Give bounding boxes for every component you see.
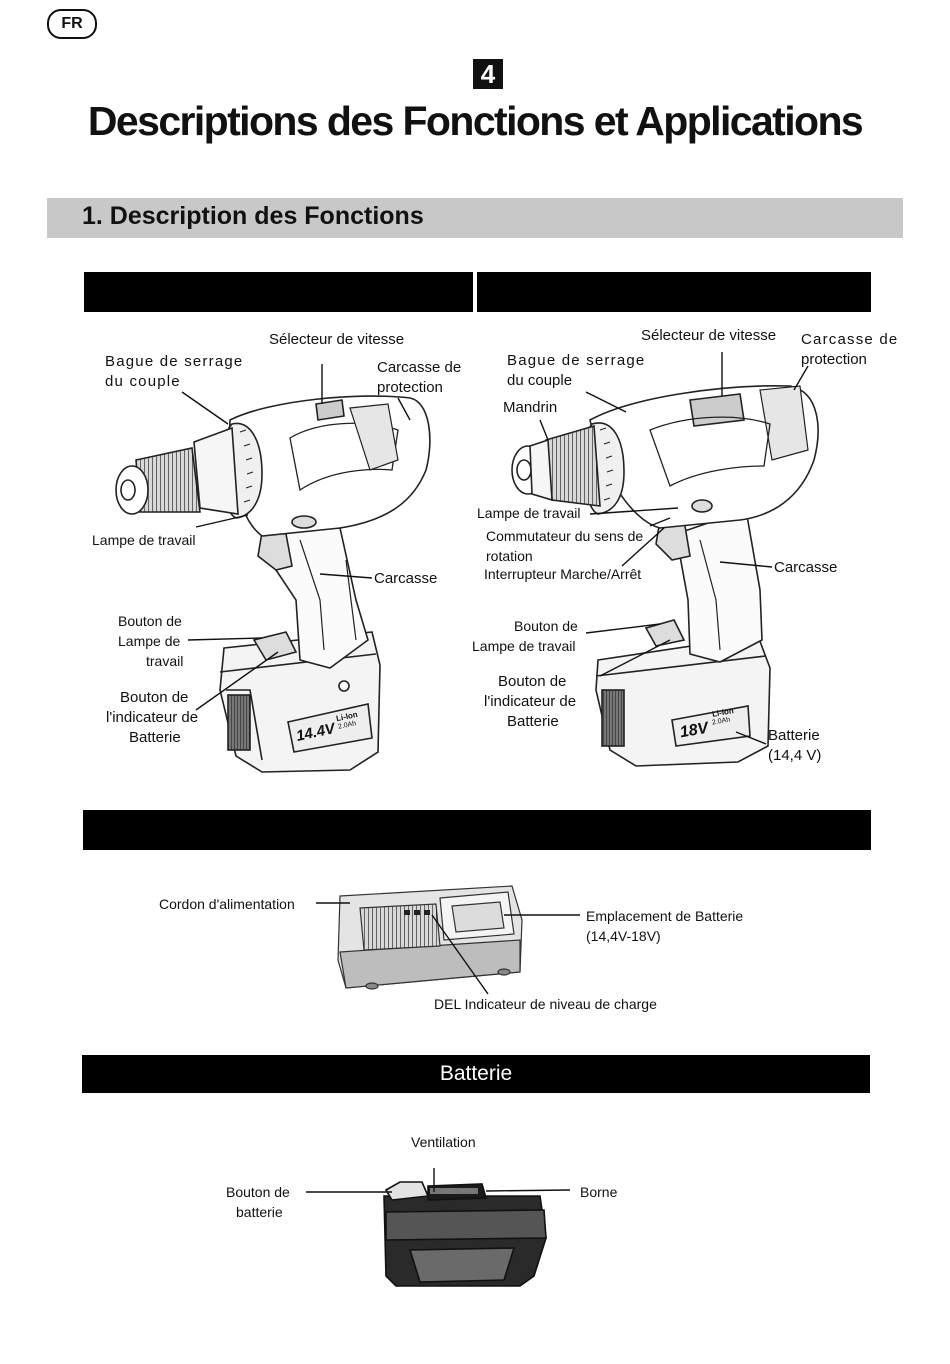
label-direction-switch-right-1: Commutateur du sens de <box>486 527 643 546</box>
label-battery-slot-2: (14,4V-18V) <box>586 927 661 946</box>
label-chuck-right: Mandrin <box>503 398 557 417</box>
label-light-button-right-1: Bouton de <box>514 617 578 636</box>
label-indicator-button-right-3: Batterie <box>507 712 559 731</box>
label-battery-button-2: batterie <box>236 1203 283 1222</box>
label-led-indicator: DEL Indicateur de niveau de charge <box>434 995 657 1014</box>
label-indicator-button-right-2: l'indicateur de <box>484 692 576 711</box>
label-light-button-left-1: Bouton de <box>118 612 182 631</box>
label-housing-right: Carcasse <box>774 558 837 577</box>
label-indicator-button-left-2: l'indicateur de <box>106 708 198 727</box>
label-indicator-button-left-3: Batterie <box>129 728 181 747</box>
label-light-button-right-2: Lampe de travail <box>472 637 576 656</box>
label-power-cord: Cordon d'alimentation <box>159 895 295 914</box>
label-direction-switch-right-2: rotation <box>486 547 533 566</box>
charger-illustration <box>338 886 522 989</box>
label-housing-cover-left-2: protection <box>377 378 443 397</box>
label-on-off-switch-right: Interrupteur Marche/Arrêt <box>484 565 641 584</box>
battery-illustration <box>384 1182 546 1286</box>
label-housing-cover-right-1: Carcasse de <box>801 330 898 349</box>
label-housing-left: Carcasse <box>374 569 437 588</box>
label-terminal: Borne <box>580 1183 617 1202</box>
label-housing-cover-right-2: protection <box>801 350 867 369</box>
label-work-light-right: Lampe de travail <box>477 504 581 523</box>
label-torque-ring-left-2: du couple <box>105 372 181 391</box>
label-ventilation: Ventilation <box>411 1133 476 1152</box>
label-battery-right-1: Batterie <box>768 726 820 745</box>
label-indicator-button-right-1: Bouton de <box>498 672 566 691</box>
label-torque-ring-right-2: du couple <box>507 371 572 390</box>
label-torque-ring-left-1: Bague de serrage <box>105 352 243 371</box>
label-battery-button-1: Bouton de <box>226 1183 290 1202</box>
label-work-light-left: Lampe de travail <box>92 531 196 550</box>
label-torque-ring-right-1: Bague de serrage <box>507 351 645 370</box>
label-housing-cover-left-1: Carcasse de <box>377 358 461 377</box>
label-light-button-left-2: Lampe de <box>118 632 180 651</box>
label-battery-slot-1: Emplacement de Batterie <box>586 907 743 926</box>
label-light-button-left-3: travail <box>146 652 183 671</box>
label-speed-selector-right: Sélecteur de vitesse <box>641 326 776 345</box>
label-indicator-button-left-1: Bouton de <box>120 688 188 707</box>
label-speed-selector-left: Sélecteur de vitesse <box>269 330 404 349</box>
label-battery-right-2: (14,4 V) <box>768 746 821 765</box>
